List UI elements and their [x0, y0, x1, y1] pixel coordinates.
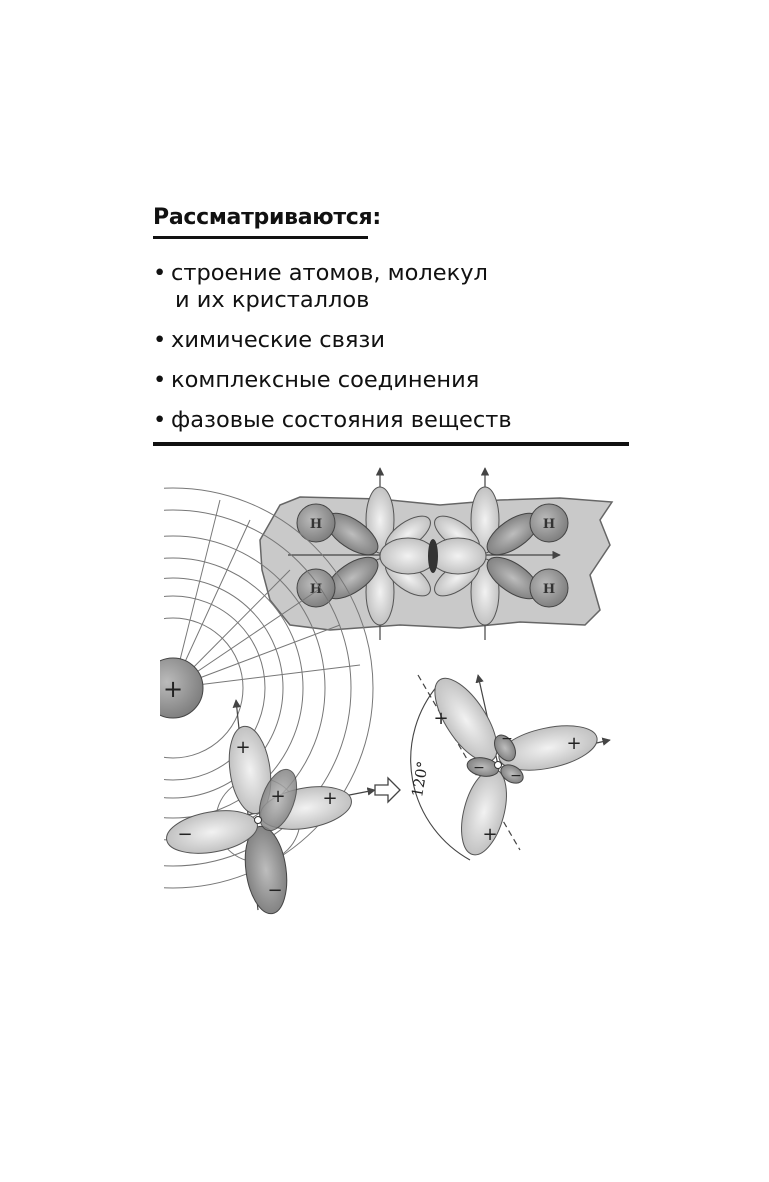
list-item: • комплексные соединения	[153, 367, 512, 394]
svg-text:−: −	[267, 880, 282, 901]
list-item: • фазовые состояния веществ	[153, 407, 512, 434]
svg-text:+: +	[322, 788, 337, 809]
hydrogen-atom: H	[529, 503, 569, 543]
heading-underline	[153, 236, 368, 239]
svg-text:−: −	[177, 824, 192, 845]
sp2-hybrid-orbitals: + + + − − − 120°	[408, 674, 611, 861]
list-item-text: фазовые состояния веществ	[171, 407, 512, 433]
list-item-text-continued: и их кристаллов	[175, 287, 370, 313]
orbital-illustration: H H H H +	[160, 458, 614, 928]
svg-text:+: +	[163, 675, 183, 703]
svg-text:+: +	[235, 737, 250, 758]
svg-text:+: +	[270, 786, 285, 807]
svg-text:H: H	[310, 517, 322, 532]
bond-overlap	[428, 539, 438, 573]
hydrogen-atom: H	[529, 568, 569, 608]
section-heading: Рассматриваются:	[153, 205, 381, 230]
angle-label: 120°	[408, 760, 432, 799]
crystal-fragment: H H H H	[259, 467, 614, 640]
p-orbital-set: + + + − −	[166, 699, 376, 915]
topic-list: • строение атомов, молекул и их кристалл…	[153, 260, 512, 447]
section-divider	[153, 442, 629, 446]
svg-text:H: H	[543, 517, 555, 532]
bullet-marker: •	[153, 367, 167, 393]
bond-lobe	[429, 537, 487, 575]
nucleus: +	[160, 657, 204, 719]
bullet-marker: •	[153, 407, 167, 433]
bond-lobe	[379, 537, 437, 575]
svg-text:+: +	[566, 733, 581, 754]
list-item-text: строение атомов, молекул	[171, 260, 488, 286]
svg-text:+: +	[433, 708, 448, 729]
list-item: • химические связи	[153, 327, 512, 354]
right-carbon-orbitals	[434, 486, 540, 626]
svg-text:+: +	[482, 824, 497, 845]
list-item: • строение атомов, молекул и их кристалл…	[153, 260, 512, 314]
hydrogen-atom: H	[296, 503, 336, 543]
list-item-text: комплексные соединения	[171, 367, 480, 393]
svg-text:−: −	[501, 731, 513, 747]
svg-text:H: H	[543, 582, 555, 597]
hydrogen-atom: H	[296, 568, 336, 608]
svg-text:−: −	[510, 768, 522, 784]
bullet-marker: •	[153, 327, 167, 353]
transition-arrow	[374, 776, 401, 804]
bullet-marker: •	[153, 260, 167, 286]
svg-text:−: −	[473, 760, 485, 776]
list-item-text: химические связи	[171, 327, 386, 353]
